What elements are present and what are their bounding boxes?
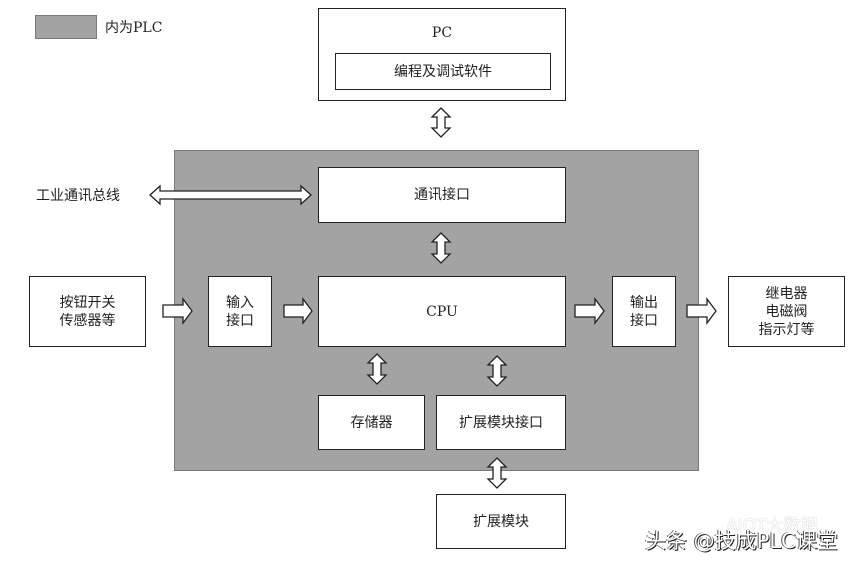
arrow-cpu-to-output-interface: [574, 297, 605, 325]
arrow-comm-cpu: [430, 232, 452, 264]
input-interface-line-1: 输入: [226, 294, 254, 311]
arrow-expansion-interface-module: [486, 457, 508, 489]
input-interface-line-2: 接口: [226, 312, 254, 329]
output-interface-box: 输出 接口: [612, 276, 676, 347]
arrow-inputs-to-input-interface: [162, 297, 193, 325]
programming-software-label: 编程及调试软件: [394, 63, 492, 80]
external-inputs-box: 按钮开关 传感器等: [29, 276, 146, 347]
memory-box: 存储器: [318, 395, 425, 450]
pc-title: PC: [431, 25, 453, 41]
arrow-bus-comm: [149, 184, 312, 206]
expansion-interface-box: 扩展模块接口: [436, 395, 566, 450]
external-outputs-box: 继电器 电磁阀 指示灯等: [728, 276, 845, 347]
external-outputs-line-1: 继电器: [765, 285, 808, 302]
industrial-bus-label: 工业通讯总线: [36, 188, 120, 204]
input-interface-box: 输入 接口: [208, 276, 272, 347]
watermark-main: 头条 @技成PLC课堂: [645, 529, 838, 553]
legend-label: 内为PLC: [105, 20, 163, 36]
pc-box: PC 编程及调试软件: [318, 8, 566, 101]
external-outputs-line-2: 电磁阀: [765, 303, 808, 320]
arrow-input-interface-to-cpu: [283, 297, 313, 325]
legend-swatch: [35, 15, 97, 39]
expansion-module-box: 扩展模块: [436, 494, 566, 549]
memory-label: 存储器: [350, 414, 393, 431]
expansion-interface-label: 扩展模块接口: [459, 414, 543, 431]
arrow-output-interface-to-outputs: [686, 297, 717, 325]
expansion-module-label: 扩展模块: [473, 513, 529, 530]
external-inputs-line-2: 传感器等: [59, 312, 116, 329]
programming-software-box: 编程及调试软件: [335, 53, 551, 90]
arrow-cpu-memory: [366, 353, 388, 385]
cpu-box: CPU: [318, 276, 566, 347]
output-interface-line-1: 输出: [630, 294, 658, 311]
output-interface-line-2: 接口: [630, 312, 658, 329]
comm-interface-label: 通讯接口: [414, 187, 470, 203]
external-outputs-line-3: 指示灯等: [758, 321, 815, 338]
arrow-cpu-expansion-interface: [486, 355, 508, 387]
comm-interface-box: 通讯接口: [318, 167, 566, 223]
external-inputs-line-1: 按钮开关: [59, 294, 116, 311]
arrow-pc-comm: [430, 107, 452, 138]
cpu-label: CPU: [426, 303, 458, 320]
watermark-sub: AIOT大数据: [726, 516, 818, 536]
